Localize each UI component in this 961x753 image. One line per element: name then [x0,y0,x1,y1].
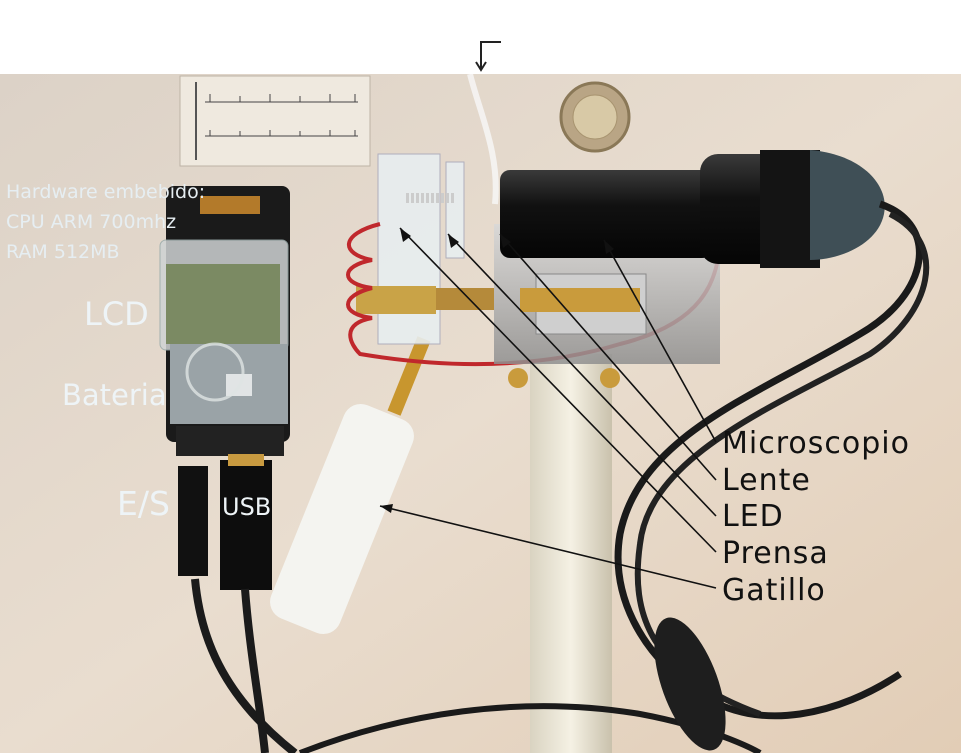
support-pole [530,354,612,753]
hardware-cpu: CPU ARM 700mhz [6,211,177,233]
arrow-gatillo [379,505,717,589]
cable-usb [241,588,269,753]
microscope [500,150,885,268]
calibration-ruler [179,75,371,167]
arrow-led [447,233,717,517]
embedded-board [159,186,290,590]
label-gatillo: Gatillo [722,573,826,608]
arrow-lente [499,233,717,481]
label-led: LED [722,499,784,534]
hardware-ram: RAM 512MB [6,241,120,263]
cable-switch [654,617,726,751]
label-usb: USB [222,493,272,521]
label-microscopio: Microscopio [722,426,910,461]
label-lente: Lente [722,463,811,498]
label-es: E/S [117,484,170,523]
hardware-title: Hardware embebido: [6,181,206,203]
clamp-assembly [356,153,494,345]
annotation-arrows [379,227,717,589]
label-bateria: Bateria [62,378,167,412]
arrow-prensa [399,227,717,553]
corner-arrow-icon [475,41,501,72]
label-lcd: LCD [84,295,149,333]
trigger-handle [270,336,431,635]
coin [559,81,631,153]
device-photo [0,74,961,753]
label-prensa: Prensa [722,536,829,571]
arrow-microscopio [603,239,717,443]
cable-es [191,578,298,753]
